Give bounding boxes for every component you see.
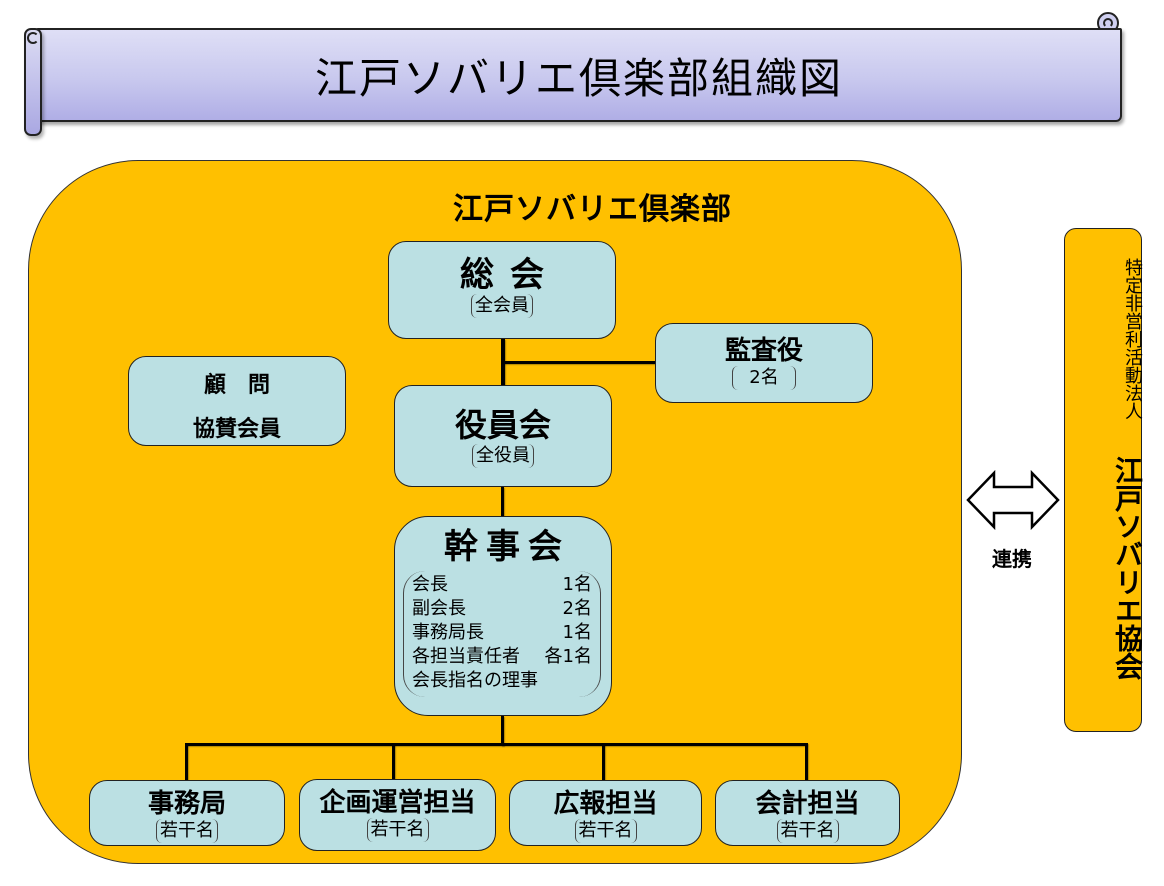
role-count: 各1名	[544, 646, 592, 667]
department-members: 若干名	[156, 819, 218, 843]
page-title: 江戸ソバリエ倶楽部組織図	[314, 53, 843, 103]
auditors-title: 監査役	[724, 336, 803, 366]
auditors-box: 監査役 2名	[655, 323, 873, 403]
role-row: 会長指名の理事	[412, 669, 592, 693]
connector-kanji-down	[501, 716, 504, 746]
connector-dept-3	[602, 743, 605, 781]
connector-dept-2	[392, 743, 395, 780]
department-members: 若干名	[776, 819, 839, 843]
role-name: 事務局長	[412, 622, 484, 643]
department-box: 企画運営担当 若干名	[299, 779, 496, 851]
board-title: 役員会	[454, 406, 551, 444]
role-name: 会長	[412, 574, 448, 595]
department-box: 広報担当 若干名	[509, 780, 702, 846]
double-arrow-icon	[966, 470, 1060, 530]
connector-dept-4	[805, 743, 808, 781]
role-name: 会長指名の理事	[412, 670, 538, 691]
scroll-roll-icon	[24, 28, 42, 136]
department-title: 会計担当	[755, 789, 860, 819]
board-members: 全役員	[472, 444, 534, 468]
connector-departments-bar	[185, 743, 807, 746]
department-title: 事務局	[147, 789, 226, 819]
connector-auditors	[503, 361, 656, 364]
department-members: 若干名	[574, 819, 637, 843]
advisors-line2: 協賛会員	[192, 417, 281, 442]
role-name: 副会長	[412, 598, 466, 619]
role-row: 副会長 2名	[412, 597, 592, 621]
club-name: 江戸ソバリエ倶楽部	[453, 192, 732, 227]
executive-committee-box: 幹事会 会長 1名 副会長 2名 事務局長 1名 各担当責任者 各1名 会長指名…	[394, 516, 612, 716]
executive-roles-list: 会長 1名 副会長 2名 事務局長 1名 各担当責任者 各1名 会長指名の理事	[403, 571, 601, 697]
partnership-label: 連携	[992, 547, 1032, 571]
general-assembly-title: 総会	[460, 255, 560, 295]
connector-dept-1	[185, 743, 188, 781]
executive-committee-title: 幹事会	[444, 527, 570, 567]
role-row: 事務局長 1名	[412, 621, 592, 645]
partner-org-name: 江戸ソバリエ協会	[1111, 456, 1144, 680]
role-count: 1名	[562, 622, 592, 643]
auditors-members: 2名	[732, 366, 796, 390]
general-assembly-box: 総会 全会員	[388, 241, 616, 339]
department-box: 会計担当 若干名	[715, 780, 900, 846]
department-box: 事務局 若干名	[89, 780, 285, 846]
connector-yakuin-kanji	[501, 487, 504, 517]
role-row: 各担当責任者 各1名	[412, 645, 592, 669]
department-members: 若干名	[366, 818, 429, 842]
advisors-box: 顧 問 協賛会員	[128, 356, 346, 446]
department-title: 広報担当	[553, 789, 658, 819]
role-count: 1名	[562, 574, 592, 595]
board-box: 役員会 全役員	[394, 385, 612, 487]
role-name: 各担当責任者	[412, 646, 520, 667]
department-title: 企画運営担当	[319, 788, 476, 818]
advisors-line1: 顧 問	[203, 373, 270, 398]
role-row: 会長 1名	[412, 573, 592, 597]
title-banner	[36, 28, 1122, 122]
role-count: 2名	[562, 598, 592, 619]
general-assembly-members: 全会員	[471, 294, 533, 318]
partner-org-type: 特定非営利活動法人	[1122, 258, 1143, 420]
partner-org-box	[1064, 228, 1142, 732]
